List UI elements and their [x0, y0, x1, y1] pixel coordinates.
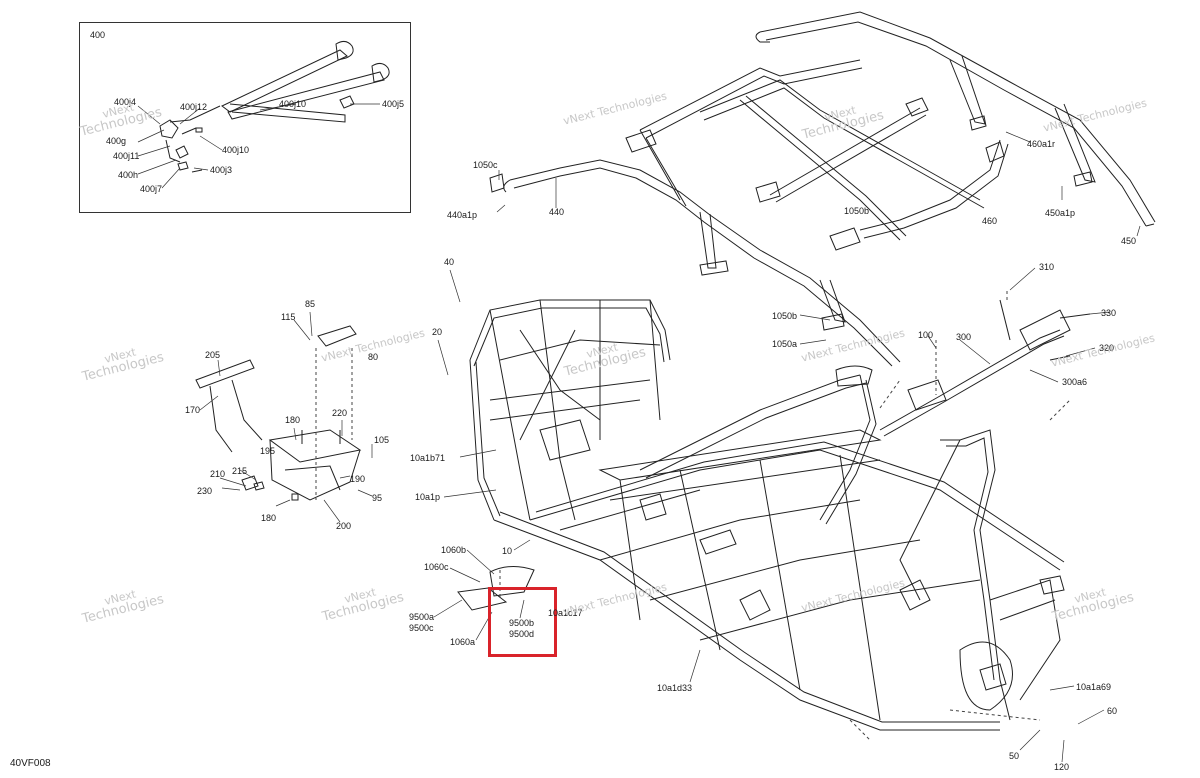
- part-label-10: 10: [502, 546, 513, 556]
- part-label-115: 115: [281, 312, 296, 322]
- seat-mount-assembly: [195, 325, 362, 501]
- main-chassis-frame: [469, 299, 1065, 731]
- part-label-400j5: 400j5: [382, 99, 405, 109]
- part-label-200: 200: [336, 521, 352, 531]
- part-label-9500b: 9500b: [509, 618, 535, 628]
- diagram-code: 40VF008: [10, 758, 51, 769]
- upper-roll-cage: [489, 11, 1156, 367]
- part-label-320: 320: [1099, 343, 1115, 353]
- part-label-180: 180: [285, 415, 301, 425]
- inset-label: 400: [90, 30, 106, 40]
- part-label-85: 85: [305, 299, 316, 309]
- part-label-400j4: 400j4: [114, 97, 137, 107]
- part-label-205: 205: [205, 350, 221, 360]
- part-label-400j10-lower: 400j10: [222, 145, 250, 155]
- inset-arm-assembly: [159, 40, 390, 173]
- part-label-440a1p: 440a1p: [447, 210, 478, 220]
- part-label-400j3: 400j3: [210, 165, 233, 175]
- part-label-10a1d33: 10a1d33: [657, 683, 693, 693]
- part-label-9500c: 9500c: [409, 623, 434, 633]
- inset-detail-frame: [79, 22, 411, 213]
- part-label-460: 460: [982, 216, 998, 226]
- part-label-1050b-top: 1050b: [844, 206, 870, 216]
- part-label-100: 100: [918, 330, 934, 340]
- part-label-310: 310: [1039, 262, 1055, 272]
- steering-column: [879, 299, 1091, 437]
- part-label-330: 330: [1101, 308, 1117, 318]
- part-label-95: 95: [372, 493, 383, 503]
- part-label-60: 60: [1107, 706, 1118, 716]
- part-label-170: 170: [185, 405, 201, 415]
- part-label-40: 40: [444, 257, 455, 267]
- part-label-1060c: 1060c: [424, 562, 449, 572]
- part-label-1060a: 1060a: [450, 637, 476, 647]
- part-label-10a1p: 10a1p: [415, 492, 441, 502]
- part-label-1060b: 1060b: [441, 545, 467, 555]
- part-label-9500d: 9500d: [509, 629, 535, 639]
- part-label-120: 120: [1054, 762, 1070, 772]
- part-label-230: 230: [197, 486, 213, 496]
- part-label-215: 215: [232, 466, 248, 476]
- part-label-195: 195: [260, 446, 276, 456]
- part-label-10a1c17: 10a1c17: [548, 608, 583, 618]
- part-label-10a1b71: 10a1b71: [410, 453, 446, 463]
- part-label-105: 105: [374, 435, 390, 445]
- part-label-9500a: 9500a: [409, 612, 435, 622]
- part-label-1050a: 1050a: [772, 339, 798, 349]
- part-label-400j12: 400j12: [180, 102, 208, 112]
- part-label-10a1a69: 10a1a69: [1076, 682, 1112, 692]
- part-label-210: 210: [210, 469, 226, 479]
- part-label-20: 20: [432, 327, 443, 337]
- part-label-220: 220: [332, 408, 348, 418]
- part-label-1050b: 1050b: [772, 311, 798, 321]
- part-label-400j7: 400j7: [140, 184, 163, 194]
- part-label-450: 450: [1121, 236, 1137, 246]
- part-label-190: 190: [350, 474, 366, 484]
- part-label-80: 80: [368, 352, 379, 362]
- part-label-440: 440: [549, 207, 565, 217]
- part-label-300: 300: [956, 332, 972, 342]
- part-label-400j10: 400j10: [279, 99, 307, 109]
- part-label-180-lower: 180: [261, 513, 277, 523]
- part-label-400g: 400g: [106, 136, 127, 146]
- part-label-300a6: 300a6: [1062, 377, 1088, 387]
- part-label-400h: 400h: [118, 170, 139, 180]
- part-label-1050c: 1050c: [473, 160, 498, 170]
- part-label-450a1p: 450a1p: [1045, 208, 1076, 218]
- part-label-460a1r: 460a1r: [1027, 139, 1056, 149]
- part-label-50: 50: [1009, 751, 1020, 761]
- part-label-400j11: 400j11: [113, 151, 140, 161]
- highlight-box: [488, 587, 557, 657]
